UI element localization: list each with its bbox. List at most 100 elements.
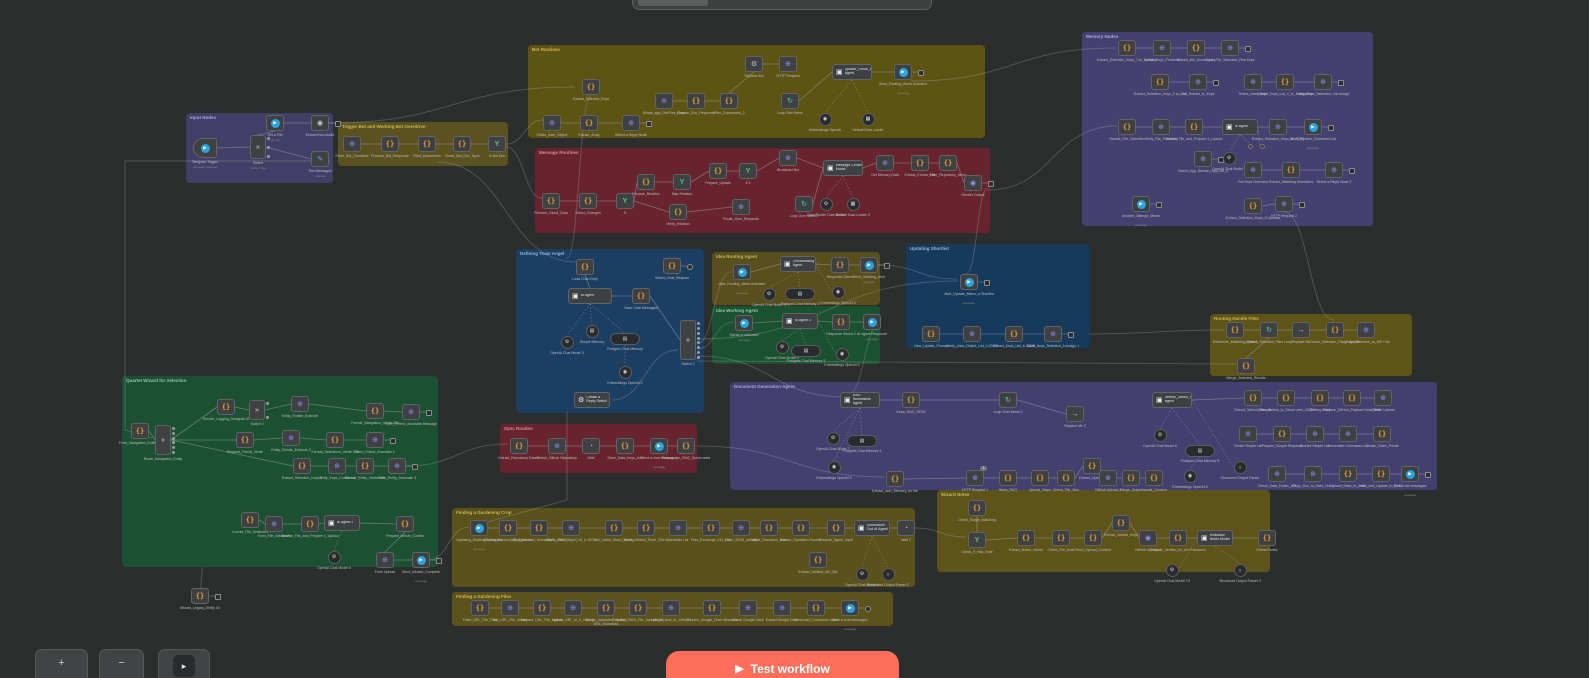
node-new-update-prompt[interactable]: {}: [922, 326, 940, 342]
node-entity-entsite-endnote[interactable]: ⊕: [291, 396, 309, 412]
node-service-file-and-prepare-1-upload[interactable]: {}: [301, 516, 319, 532]
node-extract-google-drive[interactable]: ⊕: [773, 600, 791, 616]
workflow-output-marker[interactable]: [1338, 80, 1344, 86]
output-port[interactable]: [697, 331, 700, 335]
output-port[interactable]: [267, 146, 270, 149]
zoom-out-button[interactable]: −: [99, 649, 144, 678]
node-extract-selection-keys-1-to-updated[interactable]: {}: [1118, 40, 1136, 56]
node-embeddings-openai-5[interactable]: ◉: [827, 460, 841, 474]
node-extract-selection-keys-to-json[interactable]: ⊕: [1269, 119, 1287, 135]
workflow-output-marker[interactable]: [687, 264, 693, 270]
node-select-a-reply-node[interactable]: ⊕: [622, 115, 640, 131]
node-pass-verbos-to-struct-ured-json[interactable]: {}: [1277, 390, 1295, 406]
node-alert-update-memo-a-shortlist[interactable]: ▶: [960, 274, 978, 290]
node-map-relation[interactable]: Y: [673, 174, 691, 190]
node-create-a-reply-switch[interactable]: ⚙Create a Reply Switch: [574, 392, 610, 408]
node-ai-agent-3[interactable]: ▣AI agent 3: [324, 515, 360, 531]
workflow-output-marker[interactable]: [918, 70, 924, 76]
workflow-output-marker[interactable]: [865, 606, 871, 612]
node-prepare-github-payload-data-side[interactable]: {}: [1343, 390, 1361, 406]
node-openai-chat-model-9[interactable]: ⚙: [855, 567, 869, 581]
node-github-upload-3[interactable]: ◉: [1139, 530, 1157, 546]
node-routing-handout-01-figure-01[interactable]: {}: [499, 520, 517, 536]
node-postgres-chat-memory-3[interactable]: ▤: [791, 345, 821, 357]
output-port[interactable]: [172, 436, 175, 440]
node-extract-selection-keys-2-to-list[interactable]: {}: [1151, 74, 1169, 90]
node-broadcast-bot[interactable]: ⊕: [779, 150, 797, 166]
node-openai-chat-model-4[interactable]: ⚙: [762, 287, 776, 301]
node-prepare-json-file-upd-ate-04[interactable]: {}: [629, 600, 647, 616]
node-check-data-folder-api[interactable]: ⊕: [1268, 466, 1286, 482]
node-form-friend-anomalie-2[interactable]: ⊕: [366, 432, 384, 448]
node-telegram-trigger[interactable]: ▶: [193, 138, 217, 158]
node-prepare-verified-for-the-password[interactable]: {}: [1169, 530, 1187, 546]
workflow-output-marker[interactable]: [1349, 168, 1355, 174]
node-ai-agent[interactable]: ▣AI Agent: [568, 288, 612, 304]
workflow-output-marker[interactable]: [215, 594, 221, 600]
node-openai-chat-model-3[interactable]: ⚙: [560, 335, 574, 349]
node-replace-me-2[interactable]: →: [1066, 406, 1084, 422]
node-verde-scenarios-intro[interactable]: {}: [760, 520, 778, 536]
node-verify-keys-combined[interactable]: ⊕: [328, 458, 346, 474]
node-embeddings-openai-3[interactable]: ◉: [831, 285, 845, 299]
node-response-saved[interactable]: {}: [831, 257, 849, 273]
node-store-data-keys-info[interactable]: {}: [616, 438, 634, 454]
node-keep-rag-json[interactable]: {}: [902, 392, 920, 408]
node-select-chat-request[interactable]: {}: [663, 258, 681, 274]
node-form-entity-anomalie-3[interactable]: ⊕: [388, 458, 406, 474]
workflow-output-marker[interactable]: [1425, 472, 1431, 478]
node-send-system-combined-list[interactable]: ▶: [1304, 119, 1322, 135]
node-orchestrating-agent[interactable]: ▣Orchestrating Agent: [780, 256, 816, 272]
node-merge-output[interactable]: {}: [1122, 470, 1140, 486]
node-select-changes[interactable]: {}: [579, 193, 597, 209]
node-openai-chat-model-8[interactable]: ⚙: [1153, 428, 1167, 442]
node-loop-over-items[interactable]: ↻: [781, 93, 799, 109]
node-sq2[interactable]: [1259, 143, 1265, 149]
node-get-keys-overview[interactable]: ⊕: [1244, 162, 1262, 178]
node-save-keys-selection-b-assign-1[interactable]: ⊕: [1044, 326, 1062, 342]
node-format-entity-verde-006[interactable]: {}: [356, 458, 374, 474]
node-save-keys-selection-list-assign[interactable]: ⊕: [1314, 74, 1332, 90]
workflow-output-marker[interactable]: [1299, 202, 1305, 208]
node-extract-from-audio[interactable]: ◉: [311, 115, 329, 131]
node-summarize-tool-ai-agent[interactable]: ▣Summarize Tool AI Agent: [854, 520, 890, 536]
node-route-navigation-entity[interactable]: »: [155, 425, 171, 455]
node-prepare-update[interactable]: {}: [709, 163, 727, 179]
workflow-output-marker[interactable]: [988, 181, 994, 187]
node-check-github-repository[interactable]: ⊕: [548, 438, 566, 454]
node-filter-documents-2[interactable]: {}: [720, 93, 738, 109]
node-verbos-detect-handler-agent[interactable]: ▣Verbos_Detect_Handler agent: [1152, 392, 1192, 408]
node-get-a-file[interactable]: ▶: [266, 115, 284, 131]
node-extract-notes-joined[interactable]: {}: [1017, 530, 1035, 546]
workflow-output-marker[interactable]: [436, 558, 442, 564]
node-filter-repository-items[interactable]: {}: [939, 155, 957, 171]
node-form-json-identity[interactable]: ⊕: [732, 520, 750, 536]
node-verify-user-object-list-b-json[interactable]: ⊕: [963, 326, 981, 342]
workflow-output-marker[interactable]: [1068, 332, 1074, 338]
node-load-chat-entry[interactable]: {}: [576, 259, 594, 275]
node-update-selection-files-loop[interactable]: ↻: [1260, 322, 1278, 338]
node-replace-bot[interactable]: ⚙: [745, 56, 763, 72]
node-extract-user-memory-for-file[interactable]: {}: [886, 471, 904, 487]
node-is-bot-doc[interactable]: Y: [488, 136, 506, 152]
output-port[interactable]: [172, 451, 175, 454]
node-prepare-whole-control[interactable]: {}: [396, 516, 414, 532]
node-check-file-draft[interactable]: {}: [1052, 530, 1070, 546]
node-upload-json-to-github1[interactable]: ⊕: [662, 600, 680, 616]
workflow-output-marker[interactable]: [390, 438, 396, 444]
node-postgres-chat-memory-5[interactable]: ▤: [1185, 445, 1215, 457]
node-extract-keys-list-b-json[interactable]: {}: [1005, 326, 1023, 342]
node-send-routing-alerts-activated[interactable]: ▶: [894, 64, 912, 80]
node-loop-over-items-2[interactable]: ↻: [795, 196, 813, 212]
node-download-command-listed[interactable]: {}: [807, 600, 825, 616]
workflow-output-marker[interactable]: [1156, 202, 1162, 208]
node-another-attempt-memo[interactable]: ▶: [1132, 196, 1150, 212]
zoom-in-button[interactable]: +: [35, 649, 88, 678]
node-recover-direct-data[interactable]: {}: [542, 193, 560, 209]
output-port[interactable]: [172, 427, 175, 430]
node-simple-memory[interactable]: ▤: [585, 324, 599, 338]
node-oauth-user-object-01-b-json[interactable]: ⊕: [562, 520, 580, 536]
node-upload-selection-to-api-hub[interactable]: ⊕: [1357, 322, 1375, 338]
node-initial-handout-scenarios-1-json[interactable]: {}: [530, 520, 548, 536]
node-switch[interactable]: »: [250, 135, 266, 159]
